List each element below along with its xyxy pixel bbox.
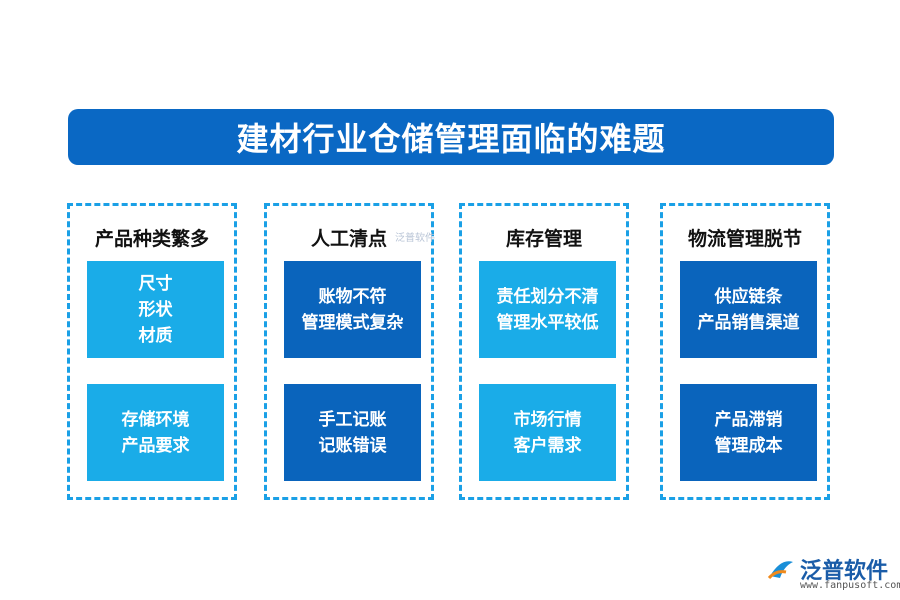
column-heading: 人工清点 bbox=[310, 228, 387, 250]
column-manual-count: 人工清点 账物不符 管理模式复杂 手工记账 记账错误 bbox=[264, 203, 434, 500]
brand-name: 泛普软件 bbox=[800, 559, 889, 584]
fanpu-logo-icon bbox=[767, 561, 793, 580]
issue-line: 管理模式复杂 bbox=[301, 312, 404, 333]
issue-box: 账物不符 管理模式复杂 bbox=[284, 261, 421, 358]
issue-line: 产品滞销 bbox=[714, 409, 783, 430]
issue-line: 管理成本 bbox=[714, 435, 783, 456]
column-heading: 产品种类繁多 bbox=[94, 228, 209, 250]
issue-box: 尺寸 形状 材质 bbox=[87, 261, 224, 358]
issue-box: 存储环境 产品要求 bbox=[87, 384, 224, 481]
issue-line: 供应链条 bbox=[714, 286, 783, 307]
issue-line: 管理水平较低 bbox=[496, 312, 599, 333]
issue-box: 供应链条 产品销售渠道 bbox=[680, 261, 817, 358]
issue-line: 记账错误 bbox=[318, 435, 387, 456]
issue-line: 尺寸 bbox=[138, 273, 173, 294]
column-heading: 库存管理 bbox=[505, 228, 582, 250]
issue-box: 市场行情 客户需求 bbox=[479, 384, 616, 481]
issue-line: 产品要求 bbox=[121, 435, 190, 456]
issue-line: 客户需求 bbox=[513, 435, 582, 456]
column-heading: 物流管理脱节 bbox=[687, 228, 802, 250]
column-logistics: 物流管理脱节 供应链条 产品销售渠道 产品滞销 管理成本 bbox=[660, 203, 830, 500]
page-title: 建材行业仓储管理面临的难题 bbox=[236, 120, 666, 158]
title-banner: 建材行业仓储管理面临的难题 bbox=[68, 109, 834, 165]
brand-url: www.fanpusoft.com bbox=[800, 580, 900, 591]
issue-line: 产品销售渠道 bbox=[697, 312, 800, 333]
issue-line: 形状 bbox=[138, 299, 173, 320]
column-inventory-management: 库存管理 责任划分不清 管理水平较低 市场行情 客户需求 bbox=[459, 203, 629, 500]
issue-line: 存储环境 bbox=[121, 409, 190, 430]
issue-line: 材质 bbox=[138, 325, 173, 346]
issue-box: 手工记账 记账错误 bbox=[284, 384, 421, 481]
issue-box: 产品滞销 管理成本 bbox=[680, 384, 817, 481]
issue-line: 市场行情 bbox=[513, 409, 582, 430]
issue-line: 账物不符 bbox=[318, 286, 387, 307]
issue-line: 责任划分不清 bbox=[496, 286, 599, 307]
column-product-variety: 产品种类繁多 尺寸 形状 材质 存储环境 产品要求 bbox=[67, 203, 237, 500]
issue-box: 责任划分不清 管理水平较低 bbox=[479, 261, 616, 358]
watermark: 泛普软件 bbox=[395, 233, 435, 244]
brand-logo: 泛普软件 bbox=[766, 553, 888, 585]
issue-line: 手工记账 bbox=[318, 409, 387, 430]
